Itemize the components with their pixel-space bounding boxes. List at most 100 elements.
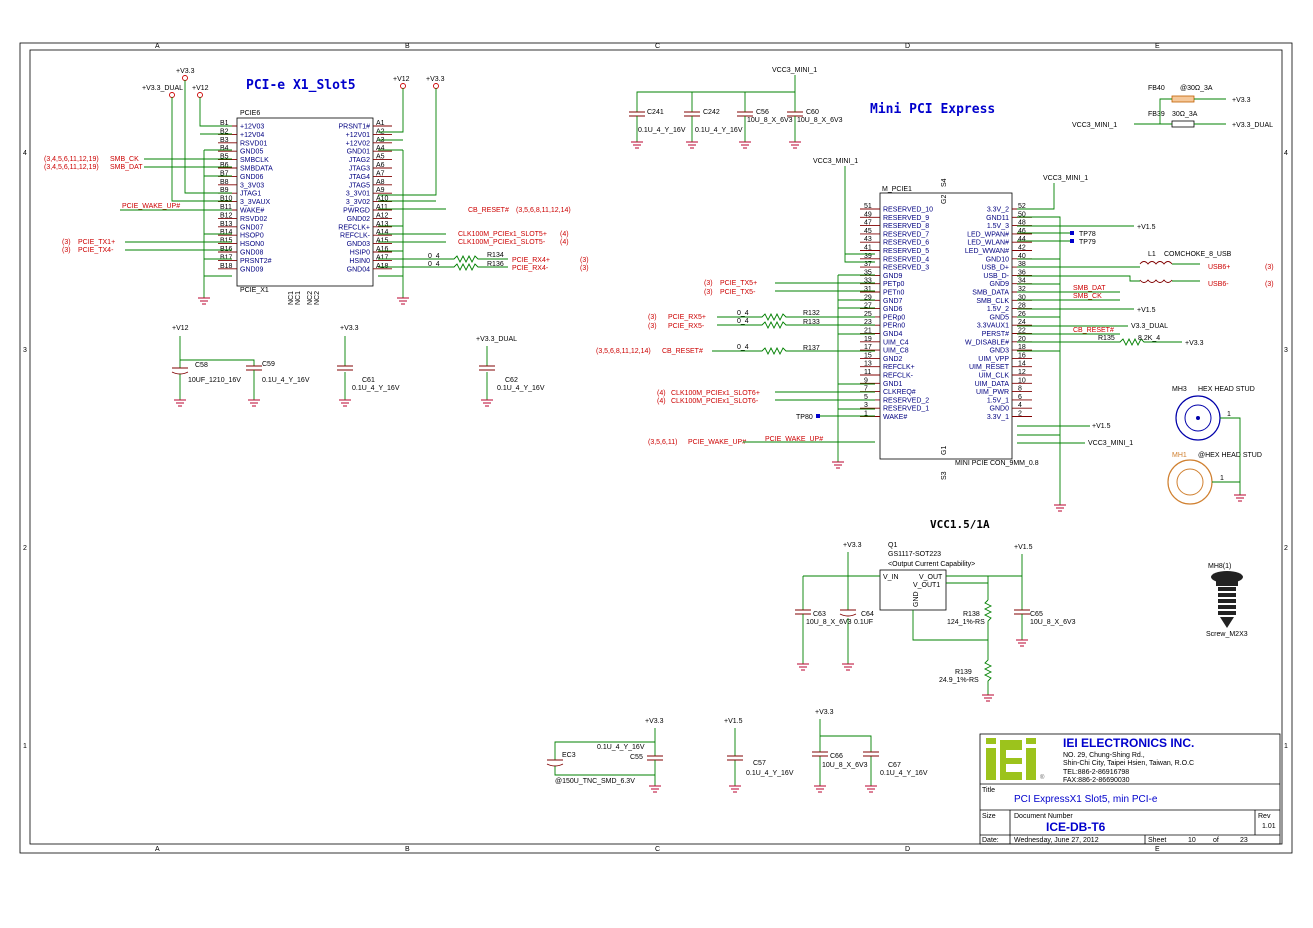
mini-vcc3-label: VCC3_MINI_1	[813, 158, 858, 165]
c241-val: 0.1U_4_Y_16V	[638, 127, 686, 134]
pcie-nc1b-label: NC1	[295, 291, 302, 305]
pcie-right-pin-name: GND01	[347, 149, 370, 156]
reg-vout-net	[946, 554, 1023, 610]
mini-right-pin-name: USB_D-	[983, 273, 1009, 280]
mini-left-pin-number: 33	[864, 278, 872, 285]
c62-cap	[479, 365, 495, 371]
doc-title: PCI ExpressX1 Slot5, min PCI-e	[1014, 794, 1158, 805]
mini-right-pin-name: UIM_CLK	[979, 373, 1010, 380]
mh8-ref: MH8(1)	[1208, 563, 1231, 570]
caps-mid-gnd-wires	[636, 116, 796, 142]
mini-right-pin-number: 24	[1018, 319, 1026, 326]
c66-val: 10U_8_X_6V3	[822, 762, 868, 769]
mini-right-pin-number: 28	[1018, 303, 1026, 310]
clk6n-ref: (4)	[657, 398, 666, 405]
mini-left-pin-number: 47	[864, 220, 872, 227]
c66-ref: C66	[830, 753, 843, 760]
bc-v15-label: +V1.5	[724, 718, 743, 725]
date-label: Date:	[982, 837, 999, 844]
mini-right-pin-number: 16	[1018, 352, 1026, 359]
r135-ref: R135	[1098, 335, 1115, 342]
mini-right-pin-name: USB_D+	[982, 265, 1009, 272]
pcie-left-pin-number: B6	[220, 162, 229, 169]
r132-resistor	[717, 312, 875, 322]
grid-col-c-bottom: C	[655, 846, 660, 853]
title-label: Title	[982, 787, 995, 794]
grid-col-a-top: A	[155, 43, 160, 50]
reg-cap-gnd-wires	[802, 614, 1023, 664]
mini-left-pin-number: 51	[864, 203, 872, 210]
grid-row-4-right: 4	[1284, 150, 1288, 157]
bc-v33-label: +V3.3	[645, 718, 664, 725]
pcie-left-pin-number: B14	[220, 229, 233, 236]
mini-right-pin-name: LED_WPAN#	[967, 231, 1009, 238]
r138-ref: R138	[963, 611, 980, 618]
mini-pcie-title: Mini PCI Express	[870, 102, 995, 117]
q1-part: GS1117-SOT223	[888, 551, 941, 558]
fb39-ref: FB39	[1148, 111, 1165, 118]
pcie-right-pin-number: A11	[376, 204, 388, 211]
pcie-left-pin-number: B5	[220, 154, 229, 161]
tx5n-ref: (3)	[704, 289, 713, 296]
pcie-slot-part: PCIE_X1	[240, 287, 269, 294]
bc-ec3-gnd-net	[554, 760, 656, 786]
pcie-left-pin-name: +12V04	[240, 132, 264, 139]
pcie-right-pin-name: REFCLK+	[338, 224, 370, 231]
pcie-left-pin-name: GND05	[240, 149, 263, 156]
mini-right-pin-number: 42	[1018, 245, 1026, 252]
r133-resistor	[717, 320, 875, 330]
mini-left-pin-number: 5	[864, 394, 868, 401]
grid-row-1-right: 1	[1284, 743, 1288, 750]
grid-col-d-top: D	[905, 43, 910, 50]
r139-val: 24.9_1%-RS	[939, 677, 979, 684]
c59-cap	[246, 365, 262, 371]
pcie-left-pin-name: HSOP0	[240, 233, 264, 240]
mini-left-pin-number: 41	[864, 245, 872, 252]
pcie-nc2b-label: NC2	[314, 291, 321, 305]
c63-val: 10U_8_X_6V3	[806, 619, 852, 626]
net-v33-b8	[184, 80, 232, 194]
mini-left-pin-number: 31	[864, 286, 872, 293]
mini-g2: G2	[941, 195, 948, 204]
choke-ref: L1	[1148, 251, 1156, 258]
mini-left-pin-number: 35	[864, 269, 872, 276]
mini-right-pin-name: GND10	[986, 256, 1009, 263]
cb-reset-mini-refs: (3,5,6,8,11,12,14)	[596, 348, 651, 355]
mh3-center	[1196, 416, 1200, 420]
bc-c57-plates	[727, 755, 743, 761]
pcie-right-pin-number: A10	[376, 196, 389, 203]
pcie-right-pin-name: 3_3V01	[346, 191, 370, 198]
mini-right-pin-name: LED_WLAN#	[967, 240, 1009, 247]
mini-right-pin-name: UIM_RESET	[969, 364, 1010, 371]
grid-row-3-left: 3	[23, 347, 27, 354]
grid-row-1-left: 1	[23, 743, 27, 750]
r133-val: 0_4	[737, 318, 749, 325]
mini-right-pin-number: 40	[1018, 253, 1026, 260]
q1-vout1: V_OUT1	[913, 582, 940, 589]
fb39-val: 30Ω_3A	[1172, 111, 1198, 118]
pcie-right-pin-number: A16	[376, 246, 389, 253]
pcie-left-pin-number: B10	[220, 196, 233, 203]
fb40-ref: FB40	[1148, 85, 1165, 92]
c60-val: 10U_8_X_6V3	[797, 117, 843, 124]
tx1p-net: PCIE_TX1+	[78, 239, 115, 246]
pcie-left-pin-number: B3	[220, 137, 229, 144]
choke-part: COMCHOKE_8_USB	[1164, 251, 1232, 258]
pcie-left-pin-name: HSON0	[240, 241, 264, 248]
pcie-right-pin-number: A4	[376, 145, 385, 152]
bc-c66-c67-net	[819, 719, 872, 786]
pcie-left-pin-name: WAKE#	[240, 208, 264, 215]
mini-left-pin-number: 7	[864, 386, 868, 393]
r134-ref: R134	[487, 252, 504, 259]
mini-right-pin-name: GND5	[990, 314, 1010, 321]
mini-right-pin-number: 12	[1018, 369, 1026, 376]
pcie-right-pin-name: JTAG2	[349, 157, 370, 164]
of-label: of	[1213, 837, 1219, 844]
net-tx-lines	[125, 241, 232, 251]
r136-val: 0_4	[428, 261, 440, 268]
mini-right-pin-number: 2	[1018, 411, 1022, 418]
grid-col-e-bottom: E	[1155, 846, 1160, 853]
r137-val: 0_4	[737, 344, 749, 351]
c58-cap	[171, 367, 189, 375]
mini-left-pin-number: 37	[864, 261, 872, 268]
